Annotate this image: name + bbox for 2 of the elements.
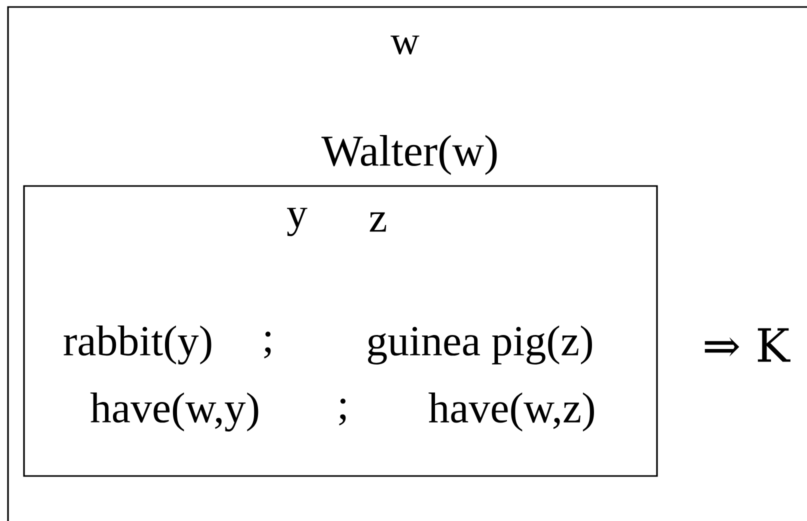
implication-label: ⇒ K: [704, 328, 790, 362]
drs-box: y z rabbit(y) ; guinea pig(z) have(w,y) ; have(w,z): [23, 185, 658, 477]
